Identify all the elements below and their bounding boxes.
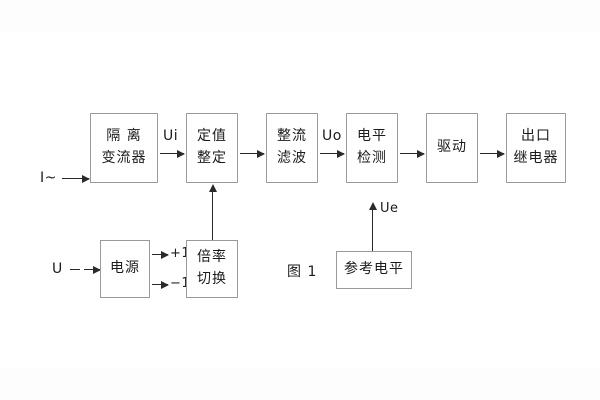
block-isolation-line1: 隔 离 [106,128,142,145]
input-voltage-label: U [52,261,63,277]
arrow-voltage-to-power [84,265,101,274]
block-rectify-filter[interactable]: 整流 滤波 [266,113,318,183]
block-relay-line2: 继电器 [513,150,559,166]
figure-caption: 图 1 [287,264,318,280]
block-level-line1: 电平 [357,128,387,145]
arrow-isolation-to-setting [160,149,185,158]
arrow-voltage-dash-1 [70,269,80,270]
block-drive-line1: 驱动 [437,139,467,156]
arrow-multiplier-to-setting [208,184,217,240]
block-reference-level[interactable]: 参考电平 [336,251,412,289]
block-level-detection[interactable]: 电平 检测 [346,113,398,183]
arrow-setting-to-rectify [240,149,265,158]
block-rectify-line1: 整流 [277,128,307,145]
signal-uo-label: Uo [322,128,342,144]
arrow-power-neg12v [152,280,169,289]
block-isolation-line2: 变流器 [101,150,147,166]
block-power-supply[interactable]: 电源 [100,240,150,298]
block-power-line1: 电源 [110,260,140,277]
input-current-label: I~ [40,170,57,186]
signal-ui-label: Ui [163,128,179,144]
diagram-frame: I~ 隔 离 变流器 Ui 定值 整定 整流 滤波 Uo 电平 检测 [0,33,600,367]
arrow-current-to-isolation [62,174,90,183]
block-setting-adjustment[interactable]: 定值 整定 [186,113,238,183]
arrow-rectify-to-level [320,149,345,158]
signal-ue-label: Ue [380,201,399,216]
block-reference-line1: 参考电平 [344,261,404,278]
block-isolation-transformer[interactable]: 隔 离 变流器 [90,113,158,183]
block-multiplier-line2: 切换 [197,271,227,287]
block-relay-line1: 出口 [521,128,551,145]
block-setting-line2: 整定 [197,150,227,166]
arrow-reference-to-level [368,202,377,251]
block-drive[interactable]: 驱动 [426,113,478,183]
block-rectify-line2: 滤波 [277,150,307,166]
block-level-line2: 检测 [357,150,387,166]
arrow-level-to-drive [400,149,425,158]
block-setting-line1: 定值 [197,128,227,145]
block-multiplier-switch[interactable]: 倍率 切换 [186,240,238,298]
block-output-relay[interactable]: 出口 继电器 [506,113,566,183]
arrow-drive-to-relay [480,149,505,158]
arrow-power-pos12v [152,250,169,259]
block-multiplier-line1: 倍率 [197,249,227,266]
